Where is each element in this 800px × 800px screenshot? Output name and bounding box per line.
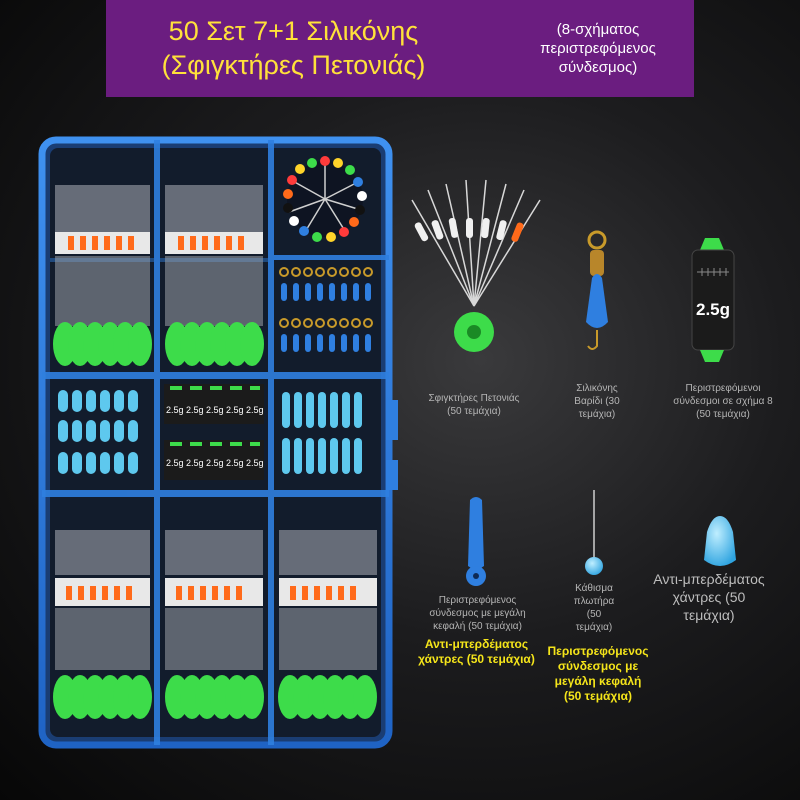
stopper-cluster-top-middle [165,185,264,366]
colored-bead-ring [283,156,367,242]
weight-label-box: 2.5g [186,405,204,415]
caption-silicone-weight: Σιλικόνης Βαρίδι (30 τεμάχια) [574,383,620,420]
weight-label-box: 2.5g [206,458,224,468]
caption-big-head-yellow: Περιστρεφόμενος σύνδεσμος με μεγάλη κεφα… [547,644,649,703]
caption-anti-tangle-yellow: Αντι-μπερδέματος χάντρες (50 τεμάχια) [418,637,535,666]
weight-label-box: 2.5g [186,458,204,468]
line-stopper-fan [411,179,541,352]
banner-subtitle: (8-σχήματος περιστρεφόμενος σύνδεσμος) [540,21,656,76]
float-seat-compartment [282,392,362,474]
swivel-compartment [279,267,373,352]
stopper-cluster-bottom-left [53,530,152,719]
weight-label-box: 2.5g [246,458,264,468]
weight-label-box: 2.5g [166,458,184,468]
figure8-weight [691,238,735,362]
stopper-cluster-bottom-middle [165,530,264,719]
stopper-cluster-top-left [53,185,152,366]
caption-anti-tangle-large: Αντι-μπερδέματος χάντρες (50 τεμάχια) [653,571,765,623]
weight-label-box: 2.5g [206,405,224,415]
anti-tangle-bead [704,516,736,566]
float-seat [585,490,603,575]
weight-label-box: 2.5g [246,405,264,415]
weight-label-box: 2.5g [226,458,244,468]
caption-line-stoppers: Σφιγκτήρες Πετονιάς (50 τεμάχια) [428,393,520,417]
silicone-sinker [586,230,608,350]
anti-tangle-beads-compartment [58,390,138,474]
title-banner: 50 Σετ 7+1 Σιλικόνης (Σφιγκτήρες Πετονιά… [106,0,694,97]
caption-big-head-swivel: Περιστρεφόμενος σύνδεσμος με μεγάλη κεφα… [429,595,526,632]
weight-label-large: 2.5g [695,300,731,319]
caption-float-seat: Κάθισμα πλωτήρα (50 τεμάχια) [573,583,615,633]
stopper-cluster-bottom-right [278,530,377,719]
weight-label-box: 2.5g [166,405,184,415]
big-head-swivel [466,497,486,586]
caption-figure8-swivel: Περιστρεφόμενοι σύνδεσμοι σε σχήμα 8 (50… [673,383,773,420]
banner-title: 50 Σετ 7+1 Σιλικόνης (Σφιγκτήρες Πετονιά… [161,16,426,80]
weights-compartment [164,384,264,480]
weight-label-box: 2.5g [226,405,244,415]
